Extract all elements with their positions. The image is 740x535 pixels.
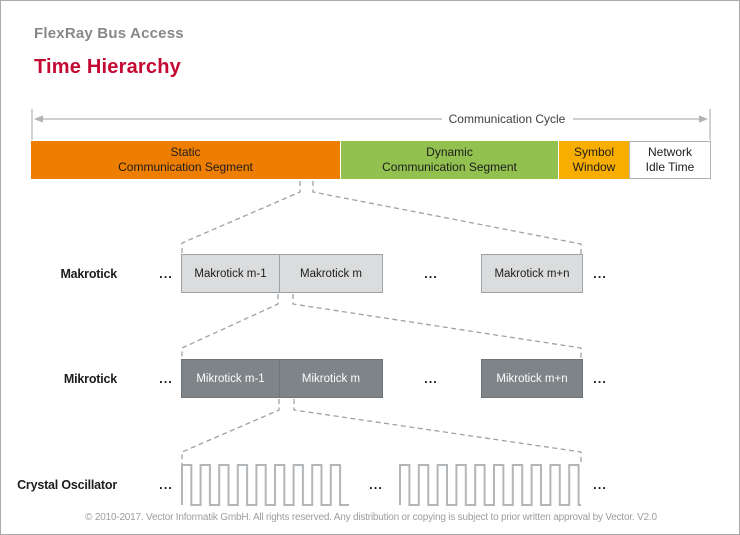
slide-subtitle: FlexRay Bus Access: [34, 25, 184, 42]
crystal-ellipsis-right: ...: [593, 477, 607, 492]
oscillator-wave-right: [399, 464, 581, 506]
communication-cycle-label: Communication Cycle: [448, 112, 566, 126]
segment-symbol-line2: Window: [572, 160, 616, 174]
segment-dynamic-line1: Dynamic: [426, 145, 473, 159]
makrotick-row-label: Makrotick: [60, 267, 117, 281]
fan3-left: [181, 399, 280, 464]
makrotick-ellipsis-middle: ...: [424, 266, 438, 281]
makrotick-ellipsis-right: ...: [593, 266, 607, 281]
copyright-footer: © 2010-2017. Vector Informatik GmbH. All…: [85, 512, 657, 523]
crystal-ellipsis-left: ...: [159, 477, 173, 492]
crystal-ellipsis-middle: ...: [369, 477, 383, 492]
mikrotick-box-m: Mikrotick m: [279, 359, 383, 398]
segment-dynamic-line2: Communication Segment: [382, 160, 517, 174]
makrotick-box-m: Makrotick m: [279, 254, 383, 293]
mikrotick-row-label: Mikrotick: [63, 372, 117, 386]
fan1-right: [312, 181, 582, 254]
mikrotick-box-m-1: Mikrotick m-1: [181, 359, 280, 398]
segment-dynamic: Dynamic Communication Segment: [341, 141, 559, 179]
mikrotick-ellipsis-right: ...: [593, 371, 607, 386]
fan2-left: [181, 294, 279, 359]
fan2-right: [292, 294, 582, 359]
segment-static: Static Communication Segment: [31, 141, 341, 179]
makrotick-ellipsis-left: ...: [159, 266, 173, 281]
mikrotick-ellipsis-middle: ...: [424, 371, 438, 386]
segment-symbol-line1: Symbol: [573, 145, 614, 159]
segment-network-idle-time: Network Idle Time: [629, 141, 711, 179]
crystal-oscillator-row-label: Crystal Oscillator: [17, 478, 117, 492]
communication-cycle-bar: Static Communication Segment Dynamic Com…: [31, 141, 711, 179]
fan-dashed-lines: [181, 181, 582, 464]
segment-static-line2: Communication Segment: [118, 160, 253, 174]
arrowhead-right-icon: [699, 115, 708, 123]
mikrotick-box-m-plus-n: Mikrotick m+n: [481, 359, 583, 398]
page-title: Time Hierarchy: [34, 56, 181, 78]
segment-nit-line2: Idle Time: [645, 160, 695, 174]
communication-cycle-arrow: [31, 109, 711, 140]
segment-static-line1: Static: [170, 145, 201, 159]
makrotick-box-m-1: Makrotick m-1: [181, 254, 280, 293]
segment-symbol-window: Symbol Window: [559, 141, 629, 179]
makrotick-box-m-plus-n: Makrotick m+n: [481, 254, 583, 293]
fan1-left: [181, 181, 301, 254]
segment-nit-line1: Network: [647, 145, 692, 159]
arrowhead-left-icon: [34, 115, 43, 123]
oscillator-wave-left: [181, 464, 349, 506]
mikrotick-ellipsis-left: ...: [159, 371, 173, 386]
fan3-right: [293, 399, 582, 464]
